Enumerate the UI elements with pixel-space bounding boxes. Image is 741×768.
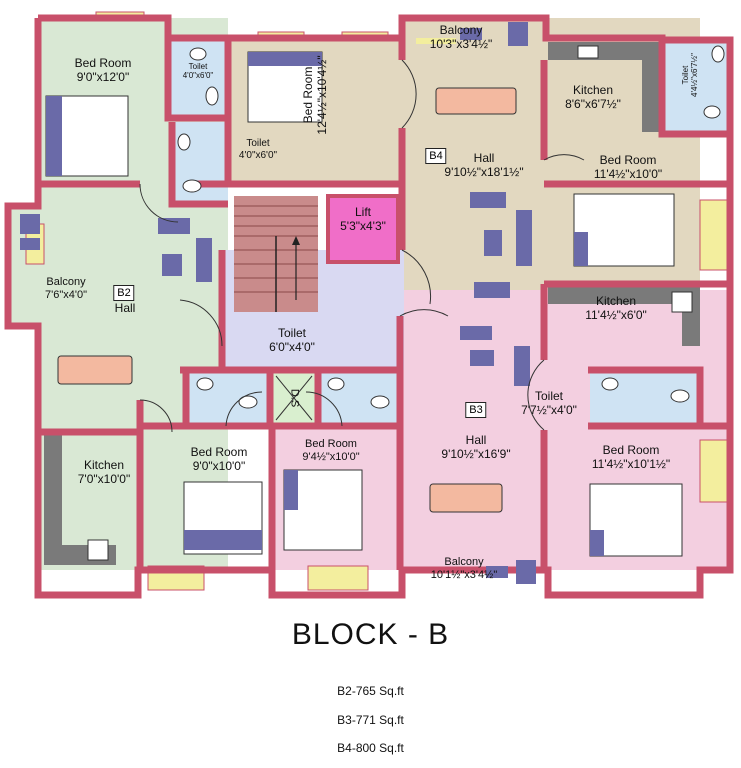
room-name: Lift	[354, 205, 372, 219]
sofa	[158, 218, 190, 234]
room-size: 11'4½"x6'0"	[585, 307, 647, 322]
room-name: Kitchen	[595, 294, 637, 308]
room-size: 5'3"x4'3"	[340, 218, 386, 233]
b2-toilet2-floor	[172, 122, 228, 204]
common-toilet-b	[318, 370, 402, 426]
room-name: Toilet	[534, 389, 563, 403]
room-name: Toilet	[246, 138, 270, 149]
room-name: Bed Room	[602, 443, 660, 457]
room-name: Balcony	[444, 556, 484, 568]
unit-tag-b3: B3	[465, 402, 487, 418]
room-size: 7'6"x4'0"	[45, 288, 87, 301]
kitchen-counters	[44, 42, 700, 565]
room-size: 9'10½"x18'1½"	[444, 164, 524, 179]
room-size: 10'3"x3'4½"	[429, 36, 493, 51]
stairs	[234, 196, 318, 312]
room-name: Kitchen	[83, 458, 125, 472]
room-size: 11'4½"x10'0"	[593, 166, 663, 181]
room-name: Bed Room	[305, 438, 357, 450]
furniture	[20, 22, 725, 584]
plan-title: BLOCK - B	[291, 618, 450, 651]
room-name: Hall	[465, 433, 487, 447]
dining-b3	[429, 483, 503, 513]
room-name: Toilet	[188, 62, 208, 71]
room-name: Bed Room	[190, 445, 248, 459]
room-size: 7'7½"x4'0"	[521, 402, 577, 417]
room-size: 6'0"x4'0"	[269, 339, 315, 354]
area-b4: B4-800 Sq.ft	[337, 741, 404, 755]
unit-tag-b2: B2	[113, 285, 135, 301]
floor-plan-drawing	[4, 11, 734, 599]
label-b2-hall: Hall	[114, 301, 136, 315]
area-b3: B3-771 Sq.ft	[337, 713, 404, 727]
room-name: Toilet	[277, 326, 307, 340]
walls	[4, 14, 734, 599]
area-b2: B2-765 Sq.ft	[337, 684, 404, 698]
room-name: Balcony	[46, 276, 86, 288]
room-size: 4'4½"x6'7½"	[690, 53, 699, 97]
common-toilet-a	[186, 370, 270, 426]
room-name: Toilet	[680, 65, 690, 85]
room-size: 9'0"x12'0"	[76, 69, 130, 84]
room-size: 9'10½"x16'9"	[441, 446, 511, 461]
room-name: Bed Room	[599, 153, 657, 167]
lift-car	[326, 194, 400, 264]
room-name: Hall	[473, 151, 495, 165]
room-size: 12'4½"x10'4½"	[315, 55, 329, 135]
room-size: 4'0"x6'0"	[238, 149, 278, 161]
room-size: 4'0"x6'0"	[182, 71, 214, 81]
room-name: Bed Room	[74, 56, 132, 70]
room-size: 11'4½"x10'1½"	[591, 456, 671, 471]
room-name: Kitchen	[572, 83, 614, 97]
room-name: Balcony	[439, 23, 483, 37]
dining-b4	[435, 87, 517, 115]
bed-b4-2	[573, 193, 675, 267]
dining-b2	[57, 355, 133, 385]
room-name: Bed Room	[301, 66, 316, 124]
room-size: 7'0"x10'0"	[77, 471, 131, 486]
bed-b3-2	[589, 483, 683, 557]
room-size: 8'6"x6'7½"	[565, 96, 621, 111]
duct-label: D.S	[288, 388, 301, 408]
door-swings	[139, 59, 585, 433]
room-size: 9'0"x10'0"	[192, 458, 246, 473]
unit-tag-b4: B4	[425, 148, 447, 164]
room-size: 10'1½"x3'4½"	[430, 568, 498, 581]
room-size: 9'4½"x10'0"	[302, 450, 360, 463]
